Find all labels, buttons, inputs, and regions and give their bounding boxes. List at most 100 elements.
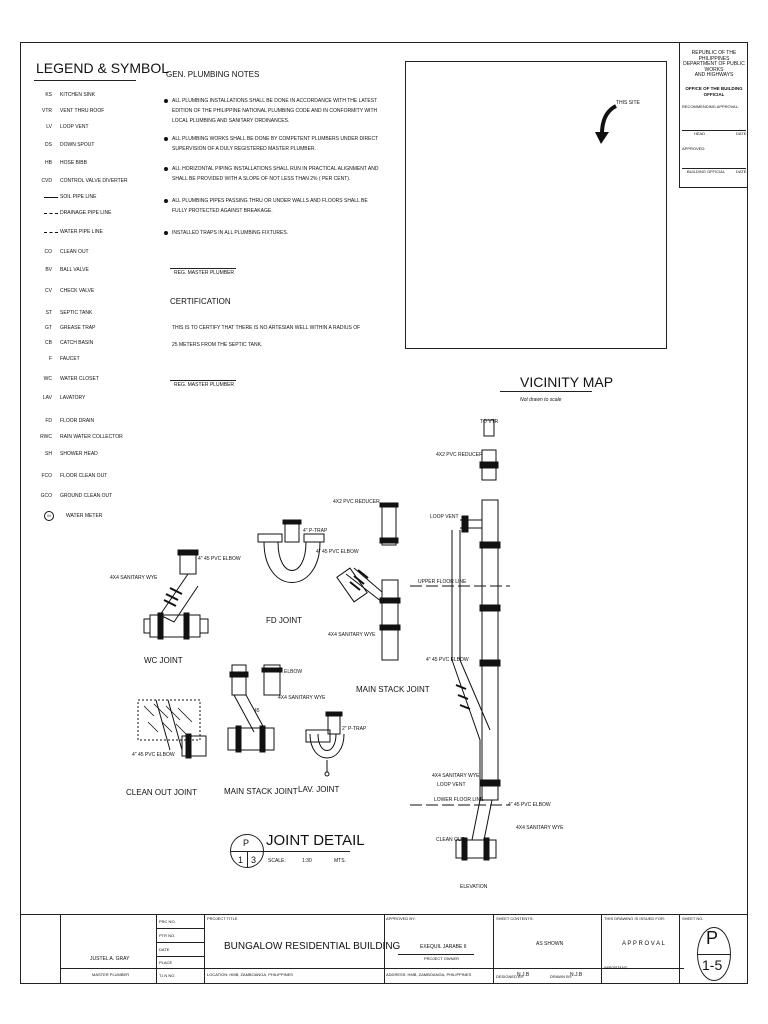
legend-code: CV (45, 288, 52, 294)
clean-out-joint-title: CLEAN OUT JOINT (126, 788, 197, 797)
tb-div-4 (384, 914, 385, 984)
agency-head: HEAD (694, 131, 706, 136)
legend-code: VTR (42, 108, 52, 114)
note-bullet (164, 231, 168, 235)
detail-num-2: 3 (251, 855, 257, 865)
legend-code: FCO (41, 473, 52, 479)
label-angle: 45 (254, 708, 260, 714)
elev-upper-floor: UPPER FLOOR LINE (418, 579, 467, 585)
agency-building-official: BUILDING OFFICIAL (687, 169, 726, 174)
agency-line-1: REPUBLIC OF THE PHILIPPINES (691, 50, 737, 62)
agency-approved: APPROVED: (682, 146, 706, 151)
joint-detail-underline (264, 851, 350, 852)
legend-code: WC (43, 376, 52, 382)
legend-desc: LAVATORY (60, 395, 86, 401)
elev-elbow45-2: 4" 45 PVC ELBOW (508, 802, 551, 808)
main-stack-joint-drawing-2 (227, 664, 283, 753)
label-wye-c: 4X4 SANITARY WYE (278, 695, 326, 701)
legend-desc: FAUCET (60, 356, 80, 362)
note-item: ALL PLUMBING INSTALLATIONS SHALL BE DONE… (172, 98, 378, 124)
main-stack-joint-title-2: MAIN STACK JOINT (356, 685, 430, 694)
main-stack-joint-title-1: MAIN STACK JOINT (224, 787, 298, 796)
detail-marker-split (247, 851, 248, 868)
note-item: INSTALLED TRAPS IN ALL PLUMBING FIXTURES… (172, 230, 289, 236)
tb-hline-1 (156, 928, 204, 929)
note-item: ALL PLUMBING WORKS SHALL BE DONE BY COMP… (172, 136, 379, 152)
note-item: ALL PLUMBING PIPES PASSING THRU OR UNDER… (172, 198, 368, 214)
wc-joint-drawing (143, 549, 209, 640)
tb-role: MASTER PLUMBER (92, 972, 130, 977)
this-site-label: THIS SITE (616, 100, 640, 106)
label-ptrap-b: 2" P-TRAP (342, 726, 367, 732)
agency-official-line (682, 168, 746, 169)
tb-div-1 (60, 914, 61, 984)
detail-num-1: 1 (238, 855, 244, 865)
tb-name: JUSTEL A. GRAY (90, 956, 130, 962)
legend-desc: WATER METER (66, 513, 103, 519)
label-wye-a: 4X4 SANITARY WYE (110, 575, 158, 581)
site-arrow-icon (595, 104, 618, 144)
legend-desc: SOIL PIPE LINE (60, 194, 97, 200)
agency-recommending: RECOMMENDING APPROVAL: (682, 104, 740, 109)
tb-sheet-circle (697, 927, 731, 981)
tb-sheet-letter: P (706, 928, 719, 948)
tb-designed-by: DESIGNED BY: (496, 974, 525, 979)
elev-lower-floor: LOWER FLOOR LINE (434, 797, 484, 803)
agency-office: OFFICE OF THE BUILDING OFFICIAL (685, 86, 743, 97)
legend-desc: CATCH BASIN (60, 340, 94, 346)
elev-loop-vent-2: LOOP VENT (437, 782, 466, 788)
tb-hline-3 (156, 956, 204, 957)
tb-address: ADDRESS: HMB, ZAMBOANGA, PHILIPPINES (386, 972, 472, 977)
legend-desc: CHECK VALVE (60, 288, 95, 294)
legend-title: LEGEND & SYMBOL (36, 60, 170, 76)
tb-issued-for: THIS DRAWING IS ISSUED FOR: (604, 916, 665, 921)
tb-important: IMPORTANT: (604, 965, 628, 970)
legend-desc: SHOWER HEAD (60, 451, 98, 457)
tb-div-3 (204, 914, 205, 984)
tb-div-2 (156, 914, 157, 984)
label-elbow45-a: 4" 45 PVC ELBOW (198, 556, 241, 562)
tb-tin: T.I.N NO. (159, 973, 176, 978)
tb-approval: A P P R O V A L (622, 941, 665, 947)
legend-code: RWC (40, 434, 52, 440)
tb-designed-val: N.J.B (517, 972, 530, 978)
tb-place: PLACE (159, 960, 173, 965)
elev-clean-out: CLEAN OUT (436, 837, 465, 843)
tb-hline-4 (60, 968, 684, 969)
legend-line-symbol (44, 197, 58, 198)
legend-desc: WATER CLOSET (60, 376, 99, 382)
tb-sheet-no: 1-5 (702, 957, 723, 973)
legend-desc: FLOOR DRAIN (60, 418, 95, 424)
legend-code: HB (45, 160, 52, 166)
legend-code: CO (44, 249, 53, 255)
tb-drawn-by: DRAWN BY: (550, 974, 573, 979)
legend-desc: CLEAN OUT (60, 249, 89, 255)
agency-date-1: DATE (736, 131, 747, 136)
certification-text-1: THIS IS TO CERTIFY THAT THERE IS NO ARTE… (172, 325, 361, 331)
notes-signature-label: REG. MASTER PLUMBER (174, 270, 235, 276)
tb-date: DATE (159, 947, 170, 952)
tb-sheet-divider (698, 954, 730, 955)
legend-code: FD (45, 418, 52, 424)
legend-code: CB (45, 340, 52, 346)
main-stack-joint-drawing-1 (336, 502, 401, 661)
legend-desc: LOOP VENT (60, 124, 89, 130)
vicinity-map-title: VICINITY MAP (520, 374, 614, 390)
elev-elbow45: 4" 45 PVC ELBOW (426, 657, 469, 663)
tb-div-6 (601, 914, 602, 984)
legend-title-underline (34, 80, 136, 81)
certification-signature-line (170, 380, 236, 381)
tb-project-title: BUNGALOW RESIDENTIAL BUILDING (224, 941, 401, 952)
legend-desc: HOSE BIBB (60, 160, 87, 166)
certification-text-2: 25 METERS FROM THE SEPTIC TANK. (172, 342, 263, 348)
legend-desc: CONTROL VALVE DIVERTER (60, 178, 128, 184)
tb-prc: PRC NO. (159, 919, 176, 924)
tb-owner-line (398, 954, 474, 955)
legend-desc: KITCHEN SINK (60, 92, 96, 98)
elevation-stack-drawing (410, 419, 510, 861)
lav-joint-title: LAV. JOINT (298, 785, 340, 794)
certification-title: CERTIFICATION (170, 297, 231, 306)
agency-line-2: DEPARTMENT OF PUBLIC WORKS (683, 61, 745, 73)
legend-desc: DRAINAGE PIPE LINE (60, 210, 112, 216)
legend-desc: RAIN WATER COLLECTOR (60, 434, 123, 440)
